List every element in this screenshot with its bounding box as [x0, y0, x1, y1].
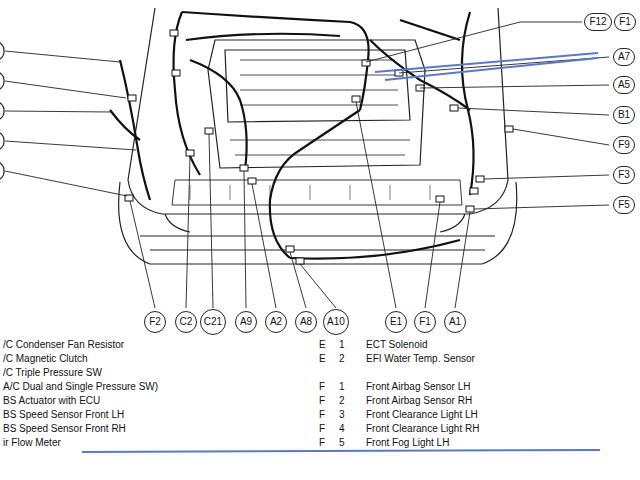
- callout-number: C21: [204, 317, 222, 327]
- callout-number: F1: [419, 317, 431, 327]
- part-name: /C Magnetic Clutch: [2, 353, 88, 365]
- part-code: 5: [338, 437, 346, 449]
- callout-number: A2: [270, 317, 282, 327]
- callout-number: A1: [449, 317, 461, 327]
- callout-number: C2: [180, 317, 193, 327]
- part-name: E: [318, 353, 327, 365]
- part-code: 3: [338, 409, 346, 421]
- callout-circle: A1: [444, 311, 466, 333]
- callout-number: F5: [618, 200, 630, 210]
- part-name: F: [318, 395, 326, 407]
- part-name: ir Flow Meter: [2, 437, 62, 449]
- part-name: F: [318, 437, 326, 449]
- part-code: ECT Solenoid: [365, 339, 429, 351]
- callout-box: B1: [613, 106, 635, 124]
- callout-circle: C21: [200, 309, 226, 335]
- callout-number: F2: [149, 317, 161, 327]
- part-name: A/C Dual and Single Pressure SW): [2, 381, 159, 393]
- callout-number: F1: [619, 17, 631, 27]
- callout-number: F12: [589, 17, 606, 27]
- part-code: Front Airbag Sensor LH: [365, 381, 472, 393]
- part-name: F: [318, 409, 326, 421]
- part-code: EFI Water Temp. Sensor: [365, 353, 476, 365]
- part-code: 1: [338, 339, 346, 351]
- part-name: BS Speed Sensor Front LH: [2, 409, 125, 421]
- callout-number: F3: [618, 170, 630, 180]
- callout-number: A9: [240, 317, 252, 327]
- callout-number: A10: [327, 317, 345, 327]
- part-name: /C Triple Pressure SW: [2, 367, 103, 379]
- callout-number: F9: [618, 140, 630, 150]
- callout-box: F12: [584, 13, 611, 31]
- part-code: 4: [338, 423, 346, 435]
- part-code: Front Airbag Sensor RH: [365, 395, 473, 407]
- callout-circle: A8: [295, 311, 317, 333]
- callout-number: A8: [300, 317, 312, 327]
- part-code: 1: [338, 381, 346, 393]
- part-code: 2: [338, 353, 346, 365]
- part-code: 2: [338, 395, 346, 407]
- callout-circle: F2: [144, 311, 166, 333]
- callout-number: A5: [618, 80, 630, 90]
- callout-box: F5: [613, 196, 635, 214]
- callout-circle: C2: [175, 311, 197, 333]
- callout-number: A7: [618, 52, 630, 62]
- callout-box: F3: [613, 166, 635, 184]
- part-name: BS Actuator with ECU: [2, 395, 101, 407]
- callout-circle: A2: [265, 311, 287, 333]
- callout-circle: A10: [323, 309, 349, 335]
- callout-number: B1: [618, 110, 630, 120]
- part-name: F: [318, 381, 326, 393]
- callout-circle: F1: [414, 311, 436, 333]
- callout-box: F9: [613, 136, 635, 154]
- callout-box: F1: [614, 13, 636, 31]
- callout-box: A5: [613, 76, 635, 94]
- part-name: BS Speed Sensor Front RH: [2, 423, 127, 435]
- callout-circle: A9: [235, 311, 257, 333]
- callout-number: E1: [390, 317, 402, 327]
- part-code: Front Fog Light LH: [365, 437, 450, 449]
- part-code: Front Clearance Light RH: [365, 423, 480, 435]
- part-name: E: [318, 339, 327, 351]
- part-name: F: [318, 423, 326, 435]
- callout-box: A7: [613, 48, 635, 66]
- part-code: Front Clearance Light LH: [365, 409, 479, 421]
- callout-circle: E1: [385, 311, 407, 333]
- part-name: /C Condenser Fan Resistor: [2, 339, 125, 351]
